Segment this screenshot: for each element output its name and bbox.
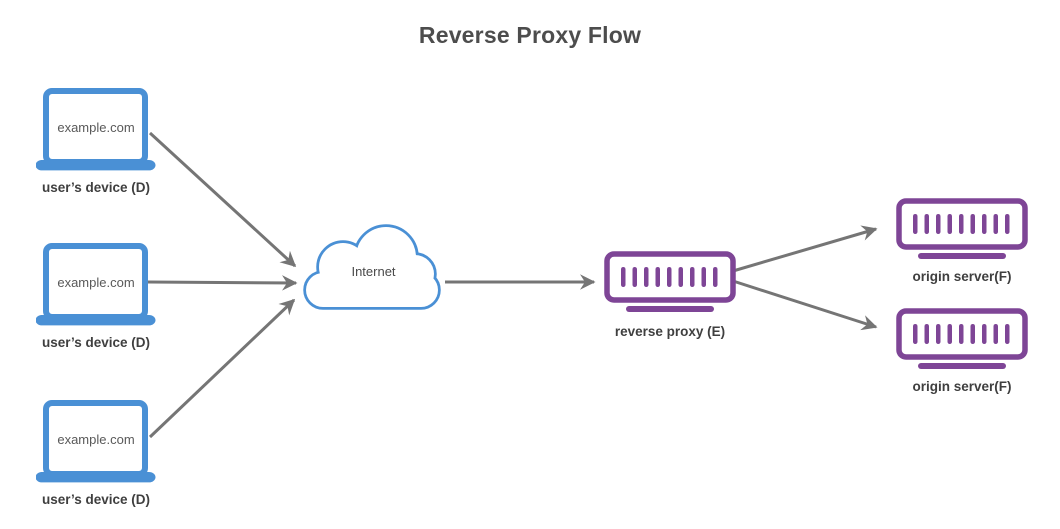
laptop-icon (36, 400, 156, 483)
server-icon (896, 198, 1028, 259)
cloud-icon (303, 224, 441, 310)
device-screen-url: example.com (57, 275, 135, 290)
origin-server-label: origin server(F) (912, 269, 1012, 284)
arrow-proxy-to-origin1 (732, 225, 878, 273)
server-icon (896, 308, 1028, 369)
device-screen-url: example.com (57, 432, 135, 447)
device-label: user’s device (D) (41, 335, 151, 350)
arrow-device2-to-internet (147, 275, 298, 291)
laptop-icon (36, 243, 156, 326)
origin-server-1: origin server(F) (896, 198, 1028, 284)
reverse-proxy: reverse proxy (E) (604, 251, 736, 339)
arrow-device1-to-internet (148, 131, 297, 268)
diagram-title: Reverse Proxy Flow (418, 22, 642, 48)
device-screen-url: example.com (57, 120, 135, 135)
internet-cloud: Internet (301, 221, 446, 313)
user-device-2: example.com user’s device (D) (36, 243, 156, 350)
reverse-proxy-label: reverse proxy (E) (614, 324, 726, 339)
origin-server-label: origin server(F) (912, 379, 1012, 394)
laptop-icon (36, 88, 156, 171)
internet-label: Internet (351, 264, 396, 279)
server-icon (604, 251, 736, 312)
device-label: user’s device (D) (41, 180, 151, 195)
arrow-device3-to-internet (148, 298, 296, 439)
user-device-3: example.com user’s device (D) (36, 400, 156, 507)
arrow-proxy-to-origin2 (732, 279, 878, 331)
user-device-1: example.com user’s device (D) (36, 88, 156, 195)
device-label: user’s device (D) (41, 492, 151, 507)
origin-server-2: origin server(F) (896, 308, 1028, 394)
